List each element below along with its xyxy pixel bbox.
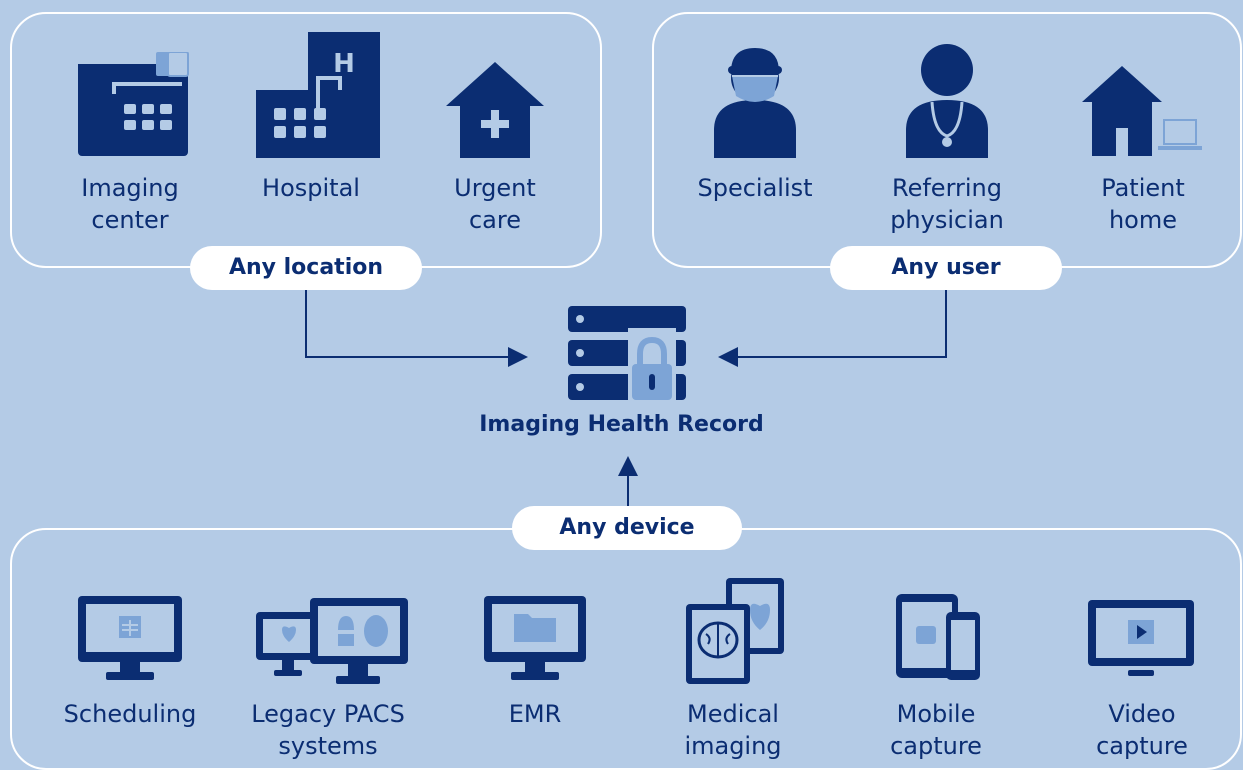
- patient-home-icon: [1082, 66, 1202, 156]
- device-label-emr: EMR: [508, 700, 562, 728]
- medical-imaging-icon: [686, 578, 784, 684]
- user-label-specialist: Specialist: [697, 174, 813, 202]
- specialist-icon: [714, 48, 796, 158]
- legacy-pacs-icon: [256, 598, 408, 684]
- device-label-scheduling: Scheduling: [63, 700, 197, 728]
- location-label-urgent-care: Urgent care: [454, 174, 536, 234]
- scheduling-monitor-icon: [78, 596, 182, 680]
- hospital-icon: H: [256, 32, 380, 158]
- user-label-patient-home: Patient home: [1101, 174, 1185, 234]
- any-device-badge: Any device: [512, 506, 742, 550]
- any-location-badge: Any location: [190, 246, 422, 290]
- emr-monitor-icon: [484, 596, 586, 680]
- svg-text:H: H: [333, 49, 355, 79]
- urgent-care-icon: [446, 62, 544, 158]
- imaging-center-icon: [78, 52, 189, 156]
- device-label-legacy-pacs: Legacy PACS systems: [251, 700, 405, 760]
- device-label-video-capture: Video capture: [1096, 700, 1188, 760]
- user-to-hub-arrow: [718, 290, 947, 367]
- location-label-imaging-center: Imaging center: [81, 174, 179, 234]
- any-user-badge: Any user: [830, 246, 1062, 290]
- secure-server-icon: [568, 306, 686, 402]
- location-label-hospital: Hospital: [262, 174, 360, 202]
- mobile-capture-icon: [896, 594, 980, 680]
- location-to-hub-arrow: [305, 290, 528, 367]
- video-capture-icon: [1088, 600, 1194, 676]
- referring-physician-icon: [906, 44, 988, 158]
- user-label-referring-physician: Referring physician: [890, 174, 1004, 234]
- device-panel: [10, 528, 1242, 770]
- device-label-mobile-capture: Mobile capture: [890, 700, 982, 760]
- hub-title: Imaging Health Record: [479, 412, 764, 437]
- device-label-medical-imaging: Medical imaging: [684, 700, 782, 760]
